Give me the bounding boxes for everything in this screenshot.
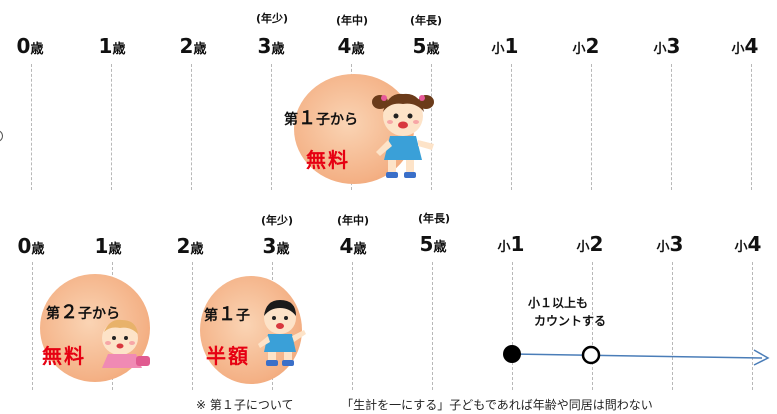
divider-line [671, 64, 672, 190]
age-5: 5歳 [419, 232, 447, 256]
age-1: 1歳 [94, 234, 122, 258]
free-label: 無料 [42, 344, 86, 368]
count-note-line1: 小１以上も [528, 296, 589, 310]
divider-line [32, 262, 33, 390]
age-5: 5歳 [412, 34, 440, 58]
divider-line [431, 64, 432, 190]
divider-line [432, 262, 433, 390]
age-1: 1歳 [98, 34, 126, 58]
age-4: 4歳 [339, 234, 367, 258]
divider-line [672, 262, 673, 390]
grade-3: 小3 [656, 232, 684, 256]
stage-nencho: (年長) [409, 14, 443, 27]
boy-illustration-icon [258, 300, 306, 366]
grade-4: 小4 [734, 232, 762, 256]
divider-line [31, 64, 32, 190]
stage-nensho: (年少) [255, 12, 289, 25]
grade-4: 小4 [731, 34, 759, 58]
divider-line [592, 262, 593, 390]
footnote-text: 「生計を一にする」子どもであれば年齢や同居は問わない [341, 398, 653, 412]
stage-nensho: (年少) [260, 214, 294, 227]
stage-nenchu: (年中) [335, 14, 369, 27]
age-2: 2歳 [179, 34, 207, 58]
count-note: 小１以上も カウントする [528, 294, 606, 330]
divider-line [591, 64, 592, 190]
start-point-filled [503, 345, 521, 363]
first-child-tag: 第１子 [204, 304, 250, 325]
age-0: 0歳 [17, 234, 45, 258]
divider-line [192, 262, 193, 390]
age-3: 3歳 [257, 34, 285, 58]
divider-line [191, 64, 192, 190]
divider-line [752, 262, 753, 390]
divider-line [111, 64, 112, 190]
second-child-tag: 第２子から [46, 302, 120, 323]
grade-1: 小1 [491, 34, 519, 58]
grade-3: 小3 [653, 34, 681, 58]
free-label: 無料 [306, 148, 350, 172]
girl-illustration-icon [372, 93, 434, 178]
stage-nencho: (年長) [417, 212, 451, 225]
point-open [581, 345, 601, 365]
half-price-label: 半額 [206, 344, 250, 368]
divider-line [352, 262, 353, 390]
age-2: 2歳 [176, 234, 204, 258]
age-0: 0歳 [16, 34, 44, 58]
age-4: 4歳 [337, 34, 365, 58]
bottom-timeline: (年少) (年中) (年長) 0歳 1歳 2歳 3歳 4歳 5歳 小1 小2 小… [0, 200, 777, 414]
grade-2: 小2 [576, 232, 604, 256]
baby-illustration-icon [102, 319, 150, 368]
edge-mark [0, 130, 3, 142]
count-note-line2: カウントする [534, 314, 607, 328]
stage-nenchu: (年中) [336, 214, 370, 227]
top-timeline: (年少) (年中) (年長) 0歳 1歳 2歳 3歳 4歳 5歳 小1 小2 小… [0, 0, 777, 200]
grade-1: 小1 [497, 232, 525, 256]
divider-line [271, 64, 272, 190]
footnote-mark: ※ 第１子について [196, 398, 294, 412]
divider-line [511, 64, 512, 190]
counting-arrow [503, 345, 770, 366]
divider-line [751, 64, 752, 190]
first-child-tag: 第１子から [284, 108, 358, 129]
footnote: ※ 第１子について 「生計を一にする」子どもであれば年齢や同居は問わない [196, 396, 653, 413]
grade-2: 小2 [572, 34, 600, 58]
age-3: 3歳 [262, 234, 290, 258]
divider-line [512, 262, 513, 390]
